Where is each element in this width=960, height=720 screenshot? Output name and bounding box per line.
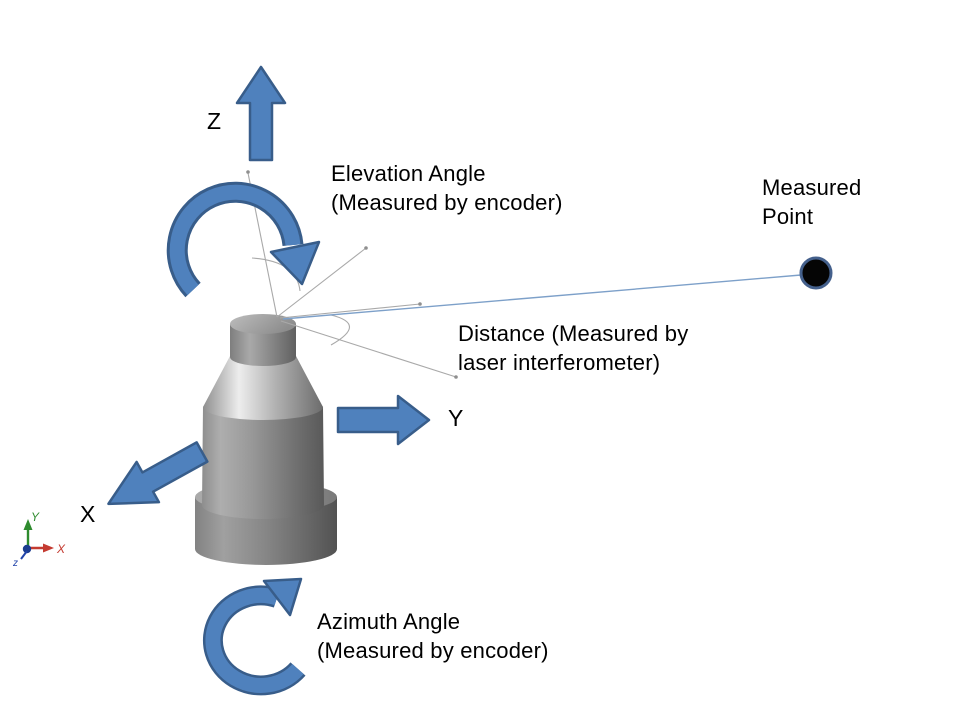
triad-z-label: z [12, 558, 18, 569]
device-top-face [230, 314, 296, 334]
lower-right-reference-line [280, 320, 457, 378]
y-axis-arrow [336, 394, 431, 446]
elevation-rotation-arrow [166, 181, 321, 298]
device-top-cylinder [230, 324, 296, 366]
distance-angle-arc [330, 314, 351, 346]
measured-point-dot [799, 256, 833, 290]
z-axis-arrow [235, 65, 287, 162]
upper-right-reference-line [276, 247, 367, 318]
elevation-angle-label: Elevation Angle (Measured by encoder) [331, 161, 563, 215]
azimuth-angle-label: Azimuth Angle (Measured by encoder) [317, 609, 549, 663]
azimuth-rotation-arrow [202, 577, 306, 696]
z-axis-label: Z [207, 108, 222, 134]
x-axis-label: X [80, 501, 96, 527]
laser-tracker-device [195, 314, 337, 565]
triad-y-label: Y [31, 510, 40, 524]
line-endpoint-dot [246, 170, 250, 174]
y-axis-label: Y [448, 405, 464, 431]
line-endpoint-dot [418, 302, 422, 306]
device-main-cylinder [202, 406, 324, 519]
construction-lines [246, 170, 458, 379]
line-endpoint-dot [364, 246, 368, 250]
horizontal-reference-line [279, 303, 421, 319]
orientation-triad-icon: Y X z [12, 510, 66, 569]
distance-label: Distance (Measured by laser interferomet… [458, 321, 689, 375]
x-axis-arrow [107, 441, 209, 506]
triad-x-label: X [56, 542, 66, 556]
laser-sight-line [282, 274, 802, 320]
line-endpoint-dot [454, 375, 458, 379]
device-cone [203, 356, 323, 420]
measured-point-label: Measured Point [762, 175, 862, 229]
